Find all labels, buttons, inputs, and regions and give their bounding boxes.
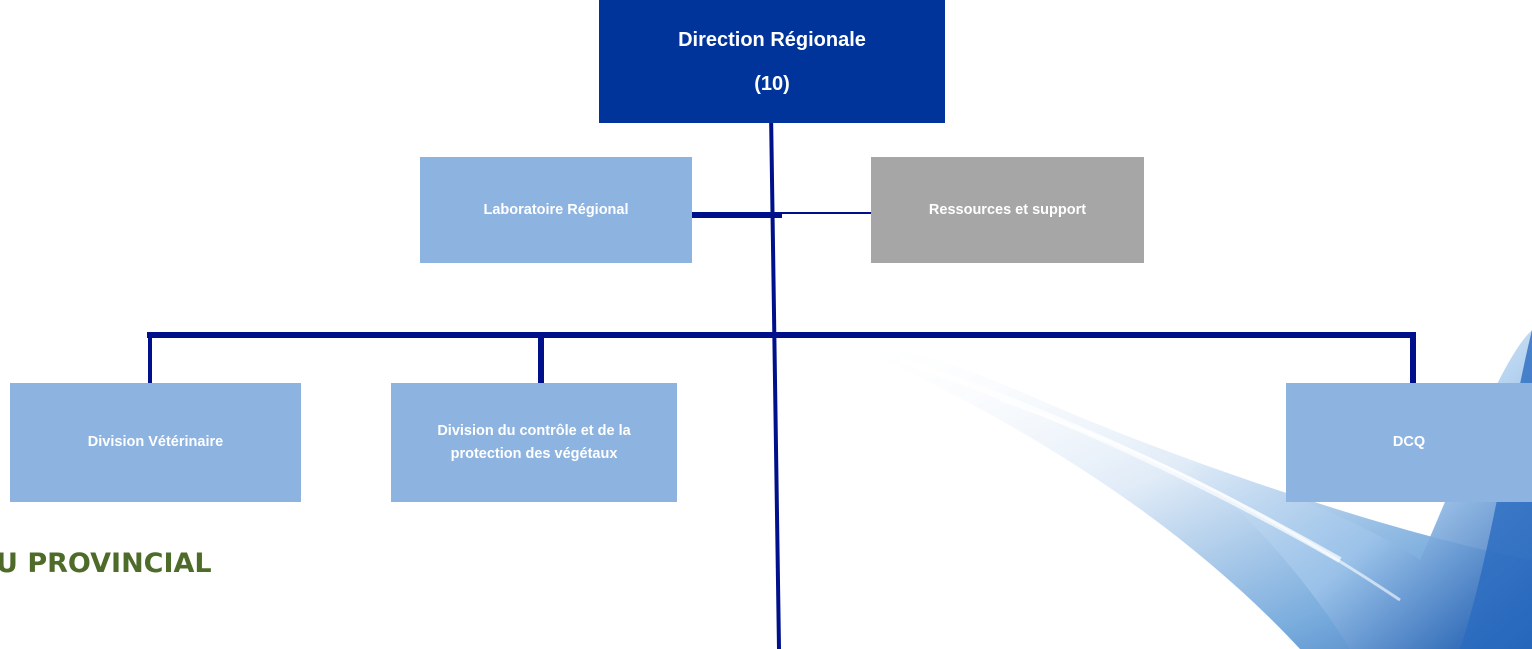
vertical-trunk-line [769,111,781,649]
division-veterinaire-box: Division Vétérinaire [10,383,301,502]
division-protection-vegetaux-box: Division du contrôle et de la protection… [391,383,677,502]
direction-regionale-box: Direction Régionale (10) [599,0,945,123]
laboratoire-regional-box: Laboratoire Régional [420,157,692,263]
section-title: U PROVINCIAL [0,548,212,579]
direction-title: Direction Régionale [678,28,866,51]
dcq-box: DCQ [1286,383,1532,502]
ressources-support-box: Ressources et support [871,157,1144,263]
direction-count: (10) [754,72,790,95]
